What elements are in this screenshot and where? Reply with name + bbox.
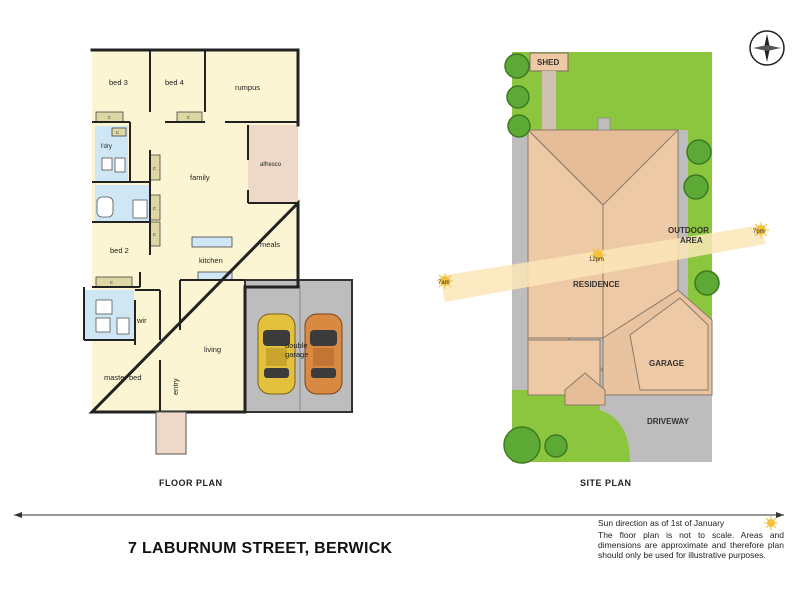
cupboard-label: c <box>187 115 190 121</box>
outer-wall <box>88 48 300 414</box>
driveway <box>600 390 712 462</box>
room-rumpus: rumpus <box>235 83 260 92</box>
room-master-bed: master bed <box>104 373 142 382</box>
room-kitchen: kitchen <box>199 256 223 265</box>
floor-plan-caption: FLOOR PLAN <box>159 478 223 488</box>
compass-icon <box>749 30 785 66</box>
car-yellow-icon <box>257 313 296 395</box>
cupboard-label: c <box>153 166 156 172</box>
cupboard-label: c <box>110 280 113 286</box>
residence-roof <box>526 128 680 396</box>
cupboard-label: c <box>153 206 156 212</box>
cupboard-label: c <box>116 130 119 136</box>
kitchen-island <box>191 236 233 248</box>
site-label-driveway: DRIVEWAY <box>647 417 690 426</box>
sun-legend-icon <box>764 516 778 530</box>
room-meals: meals <box>260 240 280 249</box>
garage-roof <box>527 289 713 406</box>
tree-icon <box>503 53 720 464</box>
room-wir: wir <box>136 316 147 325</box>
site-label-residence: RESIDENCE <box>573 280 620 289</box>
room-alfresco: alfresco <box>260 162 282 168</box>
room-family: family <box>190 173 210 182</box>
room-garage-line1: double <box>285 341 308 350</box>
house-floor <box>92 50 298 412</box>
room-bed2: bed 2 <box>110 246 129 255</box>
room-entry: entry <box>171 378 180 395</box>
site-plan-caption: SITE PLAN <box>580 478 632 488</box>
room-bed3: bed 3 <box>109 78 128 87</box>
cupboard-label: c <box>108 115 111 121</box>
alfresco-area <box>248 125 298 203</box>
entry-porch <box>155 411 187 455</box>
room-bed4: bed 4 <box>165 78 184 87</box>
sun-direction-note: Sun direction as of 1st of January <box>598 518 725 528</box>
cupboard-label: c <box>153 232 156 238</box>
room-living: living <box>204 345 221 354</box>
sun-time-noon: 12pm <box>589 257 604 263</box>
room-garage-line2: garage <box>285 350 308 359</box>
property-address: 7 LABURNUM STREET, BERWICK <box>128 540 393 557</box>
site-label-outdoor-line2: AREA <box>680 236 703 245</box>
disclaimer-note: The floor plan is not to scale. Areas an… <box>598 530 784 560</box>
sun-path <box>440 225 765 302</box>
site-label-shed: SHED <box>537 58 559 67</box>
site-label-outdoor-line1: OUTDOOR <box>668 226 709 235</box>
car-orange-icon <box>304 313 343 395</box>
site-label-garage: GARAGE <box>649 359 685 368</box>
sun-time-evening: 7pm <box>753 229 765 235</box>
room-laundry: l'dry <box>101 144 112 150</box>
sun-time-morning: 7am <box>438 280 450 286</box>
